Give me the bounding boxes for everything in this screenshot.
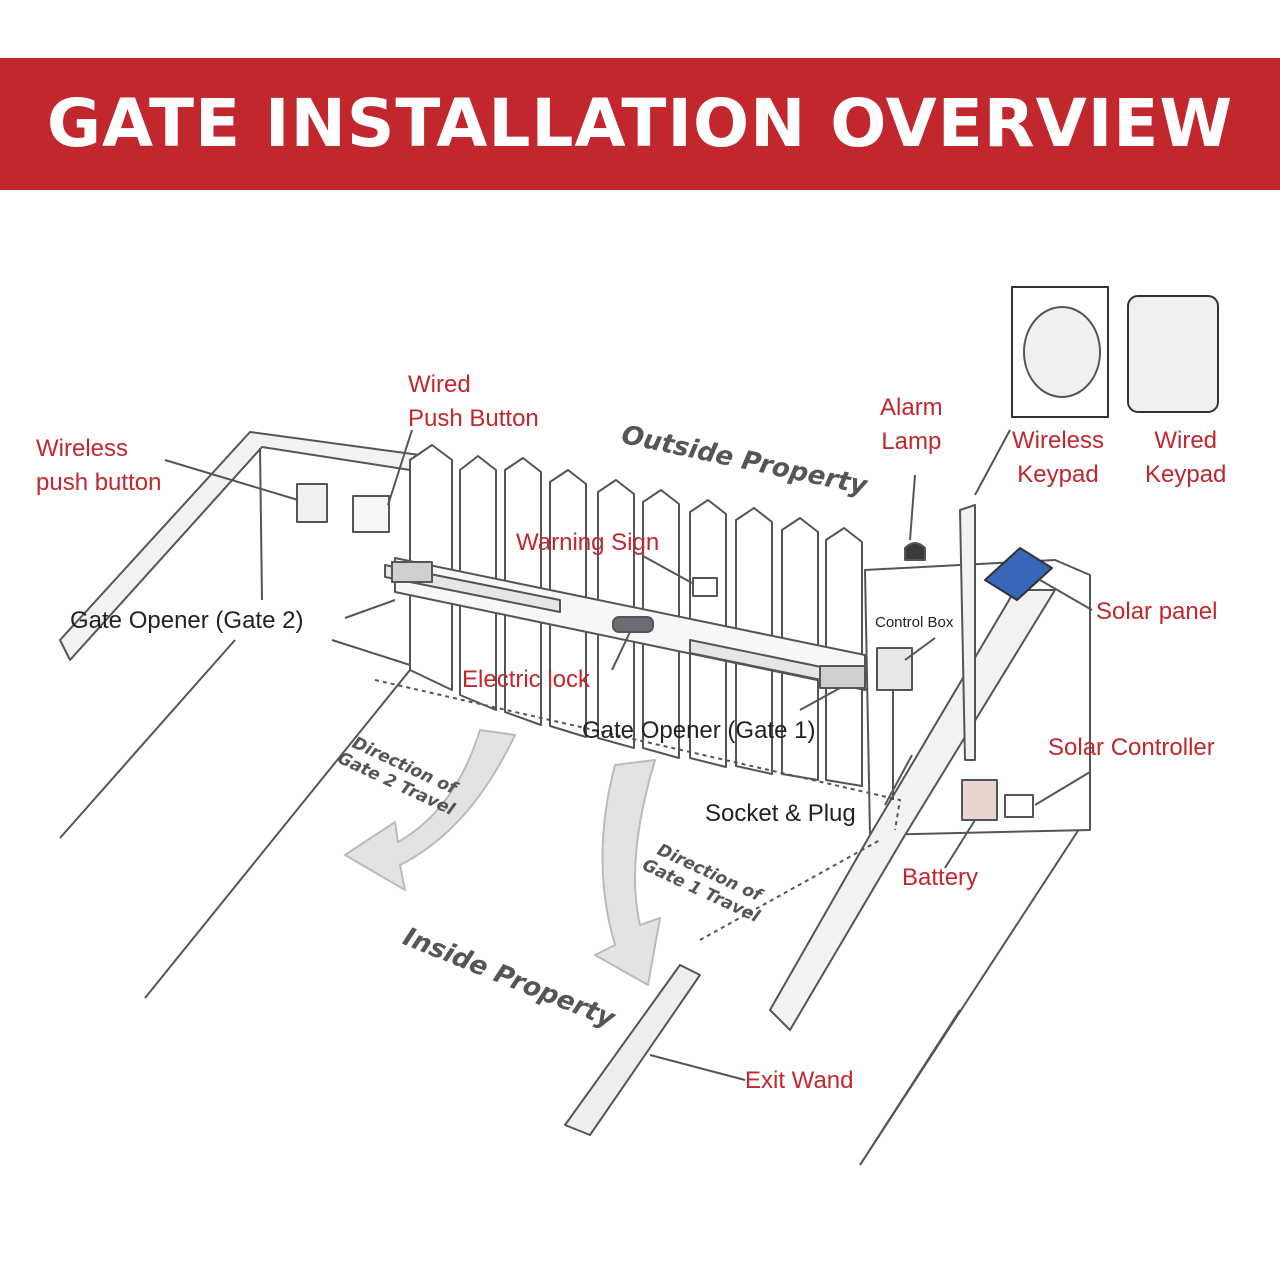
label-exit-wand: Exit Wand xyxy=(745,1067,854,1094)
ground-line xyxy=(144,669,411,999)
label-solar-controller: Solar Controller xyxy=(1048,734,1215,761)
exit-wand-unit xyxy=(564,964,701,1136)
label-gate-opener-gate1: Gate Opener (Gate 1) xyxy=(582,717,816,744)
label-solar-panel: Solar panel xyxy=(1096,598,1218,625)
label-electric-lock: Electric lock xyxy=(462,666,591,693)
ground-line xyxy=(59,639,236,839)
label-warning-sign: Warning Sign xyxy=(516,529,660,556)
keypad-post xyxy=(959,504,976,761)
label-gate-opener-gate2: Gate Opener (Gate 2) xyxy=(70,607,304,634)
warning-sign-plate xyxy=(692,577,718,597)
alarm-lamp-unit xyxy=(904,542,926,561)
electric-lock xyxy=(612,616,654,633)
page-title: GATE INSTALLATION OVERVIEW xyxy=(46,85,1234,162)
cable-dashed xyxy=(374,679,901,941)
solar-controller-unit xyxy=(1004,794,1034,818)
wireless-push-button-unit xyxy=(296,483,328,523)
wired-push-button-unit xyxy=(352,495,390,533)
ground-line xyxy=(859,819,1086,1166)
gate1-travel-arrow xyxy=(594,759,661,986)
solar-panel-unit xyxy=(984,547,1053,601)
label-control-box: Control Box xyxy=(875,614,954,631)
header-banner: GATE INSTALLATION OVERVIEW xyxy=(0,58,1280,190)
gate-opener-gate2 xyxy=(384,561,561,613)
left-post-line xyxy=(259,447,263,601)
leader-lines xyxy=(164,429,1093,1081)
label-socket-plug: Socket & Plug xyxy=(705,800,856,827)
wired-keypad-image xyxy=(1127,295,1219,413)
label-battery: Battery xyxy=(902,864,979,891)
control-box-unit xyxy=(876,647,913,691)
gate2-travel-arrow xyxy=(344,729,516,891)
battery-unit xyxy=(961,779,998,821)
